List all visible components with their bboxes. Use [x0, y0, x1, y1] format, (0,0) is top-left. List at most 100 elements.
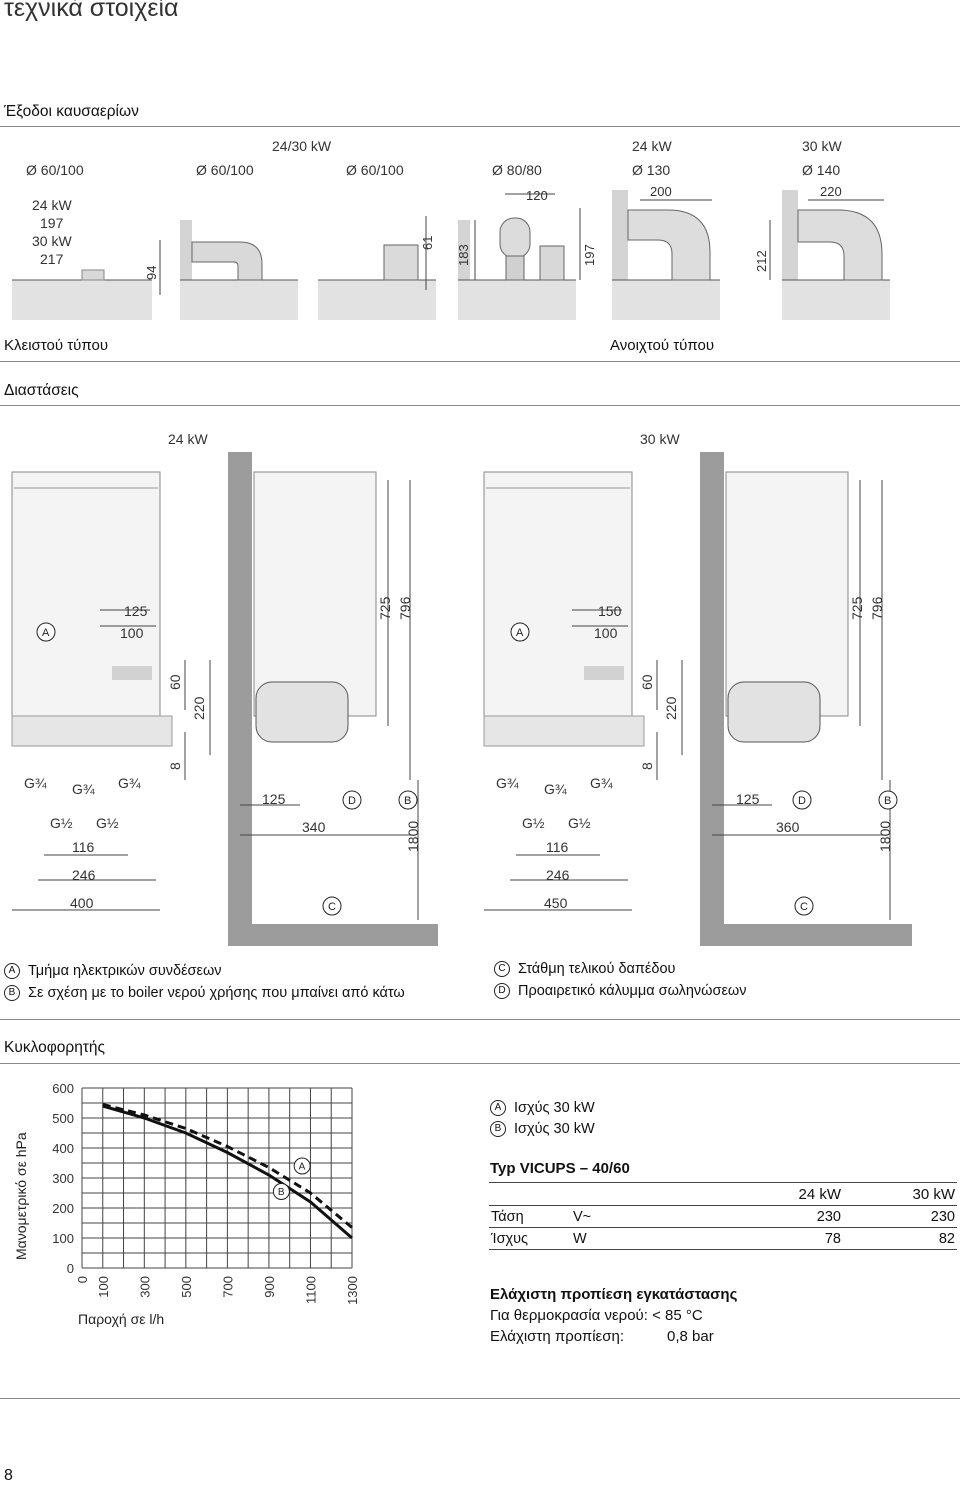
right-marker-d: D — [798, 795, 806, 807]
left-d100: 100 — [120, 625, 144, 641]
divider — [0, 405, 960, 406]
right-g12b: G½ — [568, 815, 591, 831]
left-d8: 8 — [167, 762, 183, 770]
legend-item-d: D Προαιρετικό κάλυμμα σωληνώσεων — [494, 983, 747, 999]
right-d246: 246 — [546, 867, 570, 883]
right-d725: 725 — [849, 596, 865, 620]
right-g34b: G¾ — [544, 781, 567, 797]
table-cell: Ίσχυς — [489, 1227, 571, 1250]
dim-197: 197 — [582, 244, 597, 266]
flue-illustration: 24/30 kW 24 kW 30 kW Ø 60/100 Ø 60/100 Ø… — [12, 138, 890, 320]
series-marker-b — [272, 1183, 290, 1200]
right-d150: 150 — [598, 603, 622, 619]
dim-200: 200 — [650, 184, 672, 199]
right-d1800: 1800 — [877, 821, 893, 852]
diameter-3: Ø 60/100 — [346, 162, 404, 178]
diameter-5: Ø 130 — [632, 162, 670, 178]
table-cell: 230 — [843, 1205, 957, 1228]
pump-legend-text-a: Ισχύς 30 kW — [514, 1100, 595, 1116]
series-line-b — [102, 1104, 353, 1240]
left-d725: 725 — [377, 596, 393, 620]
left-g34a: G¾ — [24, 775, 47, 791]
pump-curve-chart: Μανομετρικό σε hPa Παροχή σε l/h 0100200… — [13, 1081, 360, 1327]
left-power-label: 24 kW — [168, 431, 208, 447]
x-tick-label: 100 — [96, 1276, 111, 1298]
legend-key-c: C — [494, 961, 510, 977]
table-cell: 78 — [745, 1227, 843, 1250]
y-tick-label: 100 — [52, 1231, 74, 1246]
divider — [0, 361, 960, 362]
divider — [0, 1063, 960, 1064]
right-d8: 8 — [639, 762, 655, 770]
group-30-label: 30 kW — [802, 138, 842, 154]
dimension-drawings: 24 kW 125 100 60 220 8 725 796 1800 — [11, 431, 912, 946]
min-pressure-line1: Για θερμοκρασία νερού: < 85 °C — [490, 1307, 703, 1324]
diameter-2: Ø 60/100 — [196, 162, 254, 178]
pump-legend-b: B Ισχύς 30 kW — [490, 1121, 595, 1137]
diameter-1: Ø 60/100 — [26, 162, 84, 178]
legend-text-b: Σε σχέση με το boiler νερού χρήσης που μ… — [28, 985, 405, 1001]
pump-legend-text-b: Ισχύς 30 kW — [514, 1121, 595, 1137]
left-d1800: 1800 — [405, 821, 421, 852]
table-cell: 82 — [843, 1227, 957, 1250]
legend-item-a: A Τμήμα ηλεκτρικών συνδέσεων — [4, 963, 222, 979]
y-tick-label: 600 — [52, 1081, 74, 1096]
left-marker-c: C — [328, 901, 336, 913]
y-tick-label: 500 — [52, 1111, 74, 1126]
y-tick-label: 0 — [67, 1261, 74, 1276]
pump-type-label: Typ VICUPS – 40/60 — [490, 1160, 630, 1177]
right-d360: 360 — [776, 819, 800, 835]
x-tick-label: 0 — [75, 1276, 90, 1283]
dim-212: 212 — [754, 250, 769, 272]
drawing-30kw: 30 kW 150 100 60 220 8 725 796 1800 — [483, 431, 912, 946]
series-line-a — [102, 1103, 353, 1229]
table-cell: 230 — [745, 1205, 843, 1228]
divider — [0, 1398, 960, 1399]
p1-label-4: 217 — [40, 251, 64, 267]
diameter-6: Ø 140 — [802, 162, 840, 178]
x-tick-label: 1100 — [303, 1276, 318, 1304]
table-header-cell: 30 kW — [843, 1184, 957, 1206]
p1-label-1: 24 kW — [32, 197, 72, 213]
left-d400: 400 — [70, 895, 94, 911]
series-marker-a — [293, 1157, 311, 1175]
legend-key-a: A — [4, 963, 20, 979]
divider — [0, 1019, 960, 1020]
left-d60: 60 — [167, 674, 183, 690]
table-header-cell: 24 kW — [745, 1184, 843, 1206]
p1-label-3: 30 kW — [32, 233, 72, 249]
chart-ylabel: Μανομετρικό σε hPa — [13, 1132, 29, 1260]
table-row: Τάση V~ 230 230 — [489, 1205, 957, 1228]
left-d796: 796 — [397, 596, 413, 620]
right-power-label: 30 kW — [640, 431, 680, 447]
x-tick-label: 1300 — [345, 1276, 360, 1305]
page-number: 8 — [4, 1467, 13, 1484]
legend-text-a: Τμήμα ηλεκτρικών συνδέσεων — [28, 963, 222, 979]
right-g12a: G½ — [522, 815, 545, 831]
left-marker-d: D — [348, 795, 356, 807]
table-header-cell — [571, 1184, 745, 1206]
legend-key-b: B — [4, 985, 20, 1001]
table-cell: V~ — [571, 1205, 745, 1228]
x-tick-label: 900 — [262, 1276, 277, 1298]
p1-label-2: 197 — [40, 215, 64, 231]
dim-120: 120 — [526, 188, 548, 203]
table-cell: W — [571, 1227, 745, 1250]
min-pressure-line2-value: 0,8 bar — [667, 1328, 714, 1345]
left-g12a: G½ — [50, 815, 73, 831]
right-g34a: G¾ — [496, 775, 519, 791]
drawing-24kw: 24 kW 125 100 60 220 8 725 796 1800 — [11, 431, 438, 946]
right-marker-b: B — [884, 795, 891, 807]
group-24-30-label: 24/30 kW — [272, 138, 332, 154]
left-d340: 340 — [302, 819, 326, 835]
group-24-label: 24 kW — [632, 138, 672, 154]
left-marker-a: A — [42, 627, 50, 639]
dim-220: 220 — [820, 184, 842, 199]
right-d220: 220 — [663, 696, 679, 720]
right-marker-c: C — [800, 901, 808, 913]
legend-text-c: Στάθμη τελικού δαπέδου — [518, 961, 676, 977]
pump-legend-key-b: B — [490, 1121, 506, 1137]
right-d125b: 125 — [736, 791, 760, 807]
x-tick-label: 500 — [179, 1276, 194, 1298]
right-d796: 796 — [869, 596, 885, 620]
